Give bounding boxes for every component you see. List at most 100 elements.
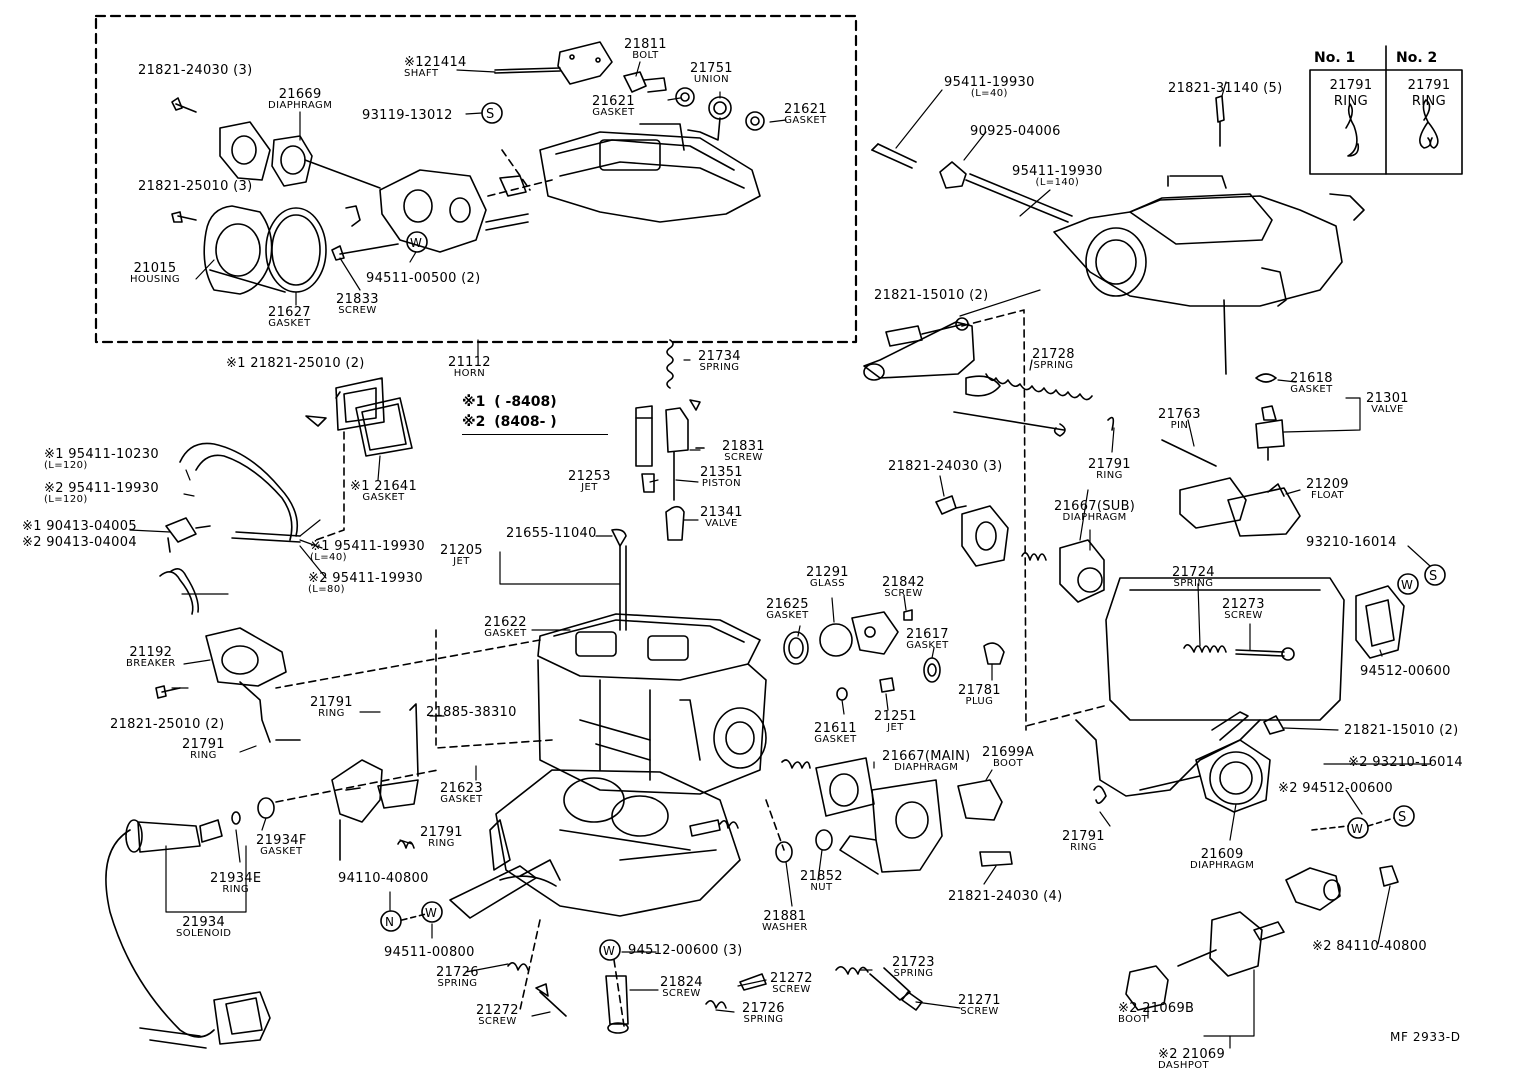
part-name: SCREW	[724, 452, 763, 463]
part-number: 21821-15010 (2)	[1344, 723, 1459, 738]
part-name: HORN	[453, 368, 486, 379]
svg-text:W: W	[1351, 822, 1363, 836]
part-name: UNION	[693, 74, 729, 85]
part-name: GASKET	[362, 492, 405, 503]
part-number: 21205	[440, 543, 483, 558]
part-number: 95411-19930	[944, 75, 1035, 90]
leader-lines	[129, 61, 1431, 1049]
ring-box-no1-part: 21791	[1329, 78, 1373, 93]
part-name: PISTON	[701, 478, 742, 489]
part-name: GASKET	[440, 794, 483, 805]
part-number: ※2 95411-19930	[44, 481, 159, 496]
legend-2-mark: ※2	[462, 414, 486, 430]
part-number: 21934F	[256, 833, 307, 848]
part-number: 21667(MAIN)	[882, 749, 971, 764]
part-number: 21791	[1088, 457, 1131, 472]
part-number: 21618	[1290, 371, 1333, 386]
part-name: SHAFT	[404, 68, 439, 79]
part-number: 21699A	[982, 745, 1035, 760]
part-number: 21622	[484, 615, 527, 630]
part-name: RING	[1070, 842, 1097, 853]
label-screw-15010-2a: 21821-15010 (2)	[874, 289, 988, 302]
legend-1: ※1 ( -8408)	[462, 394, 557, 410]
label-hose-10230: ※1 95411-10230(L=120)	[44, 448, 159, 471]
part-number: 21934E	[210, 871, 262, 886]
part-number: 21621	[592, 94, 635, 109]
part-name: DIAPHRAGM	[894, 762, 959, 773]
svg-text:W: W	[1401, 578, 1413, 592]
part-name: (L=120)	[44, 460, 88, 471]
part-number: ※1 95411-19930	[310, 539, 425, 554]
part-name: SPRING	[893, 968, 934, 979]
svg-text:N: N	[385, 915, 394, 929]
part-name: (L=80)	[308, 584, 345, 595]
part-number: 21821-15010 (2)	[874, 288, 989, 303]
part-name: RING	[428, 838, 455, 849]
part-name: DIAPHRAGM	[1062, 512, 1127, 523]
part-number: 21734	[698, 349, 741, 364]
label-screw-25010-2-top: ※1 21821-25010 (2)	[226, 357, 365, 370]
part-name: SCREW	[960, 1006, 999, 1017]
part-number: 21669	[278, 87, 322, 102]
ring-box-no1-name: RING	[1333, 94, 1369, 109]
part-number: 21842	[882, 575, 925, 590]
part-number: 21831	[722, 439, 765, 454]
part-number: 94110-40800	[338, 871, 429, 886]
legend-2-text: (8408- )	[494, 414, 557, 430]
pull-off-housing-group: S W	[171, 41, 765, 295]
part-number: 21791	[182, 737, 225, 752]
center-parts-group	[611, 339, 705, 631]
svg-text:S: S	[1398, 810, 1406, 825]
part-number: 94511-00800	[384, 945, 475, 960]
part-number: 21273	[1222, 597, 1265, 612]
part-name: DASHPOT	[1158, 1060, 1210, 1071]
part-name: GLASS	[809, 578, 845, 589]
part-name: RING	[318, 708, 345, 719]
part-number: 21623	[440, 781, 483, 796]
part-name: SOLENOID	[176, 928, 232, 939]
label-v-90925: 90925-04006	[970, 125, 1061, 138]
label-screw-15010-2b: 21821-15010 (2)	[1344, 724, 1458, 737]
part-name: JET	[453, 556, 470, 567]
part-name: SPRING	[699, 362, 740, 373]
part-number: 21192	[129, 645, 173, 660]
part-number: 21726	[436, 965, 479, 980]
label-diaphragm-sub: 21667(SUB)DIAPHRAGM	[1054, 500, 1135, 523]
part-name: JET	[887, 722, 904, 733]
part-name: GASKET	[484, 628, 527, 639]
part-number: 21611	[814, 721, 857, 736]
part-name: (L=40)	[310, 552, 347, 563]
label-screw-31140: 21821-31140 (5)	[1168, 82, 1282, 95]
part-name: GASKET	[260, 846, 303, 857]
part-number: 21621	[784, 102, 827, 117]
part-number: ※121414	[404, 55, 467, 70]
part-number: 21821-25010 (3)	[138, 179, 253, 194]
label-screw-24030-3b: 21821-24030 (3)	[888, 460, 1002, 473]
part-number: 21253	[568, 469, 611, 484]
part-number: 21609	[1200, 847, 1244, 862]
part-name: (L=40)	[970, 88, 1008, 99]
part-number: 21751	[690, 61, 733, 76]
throttle-body	[449, 769, 741, 919]
part-number: ※2 94512-00600	[1278, 781, 1393, 796]
